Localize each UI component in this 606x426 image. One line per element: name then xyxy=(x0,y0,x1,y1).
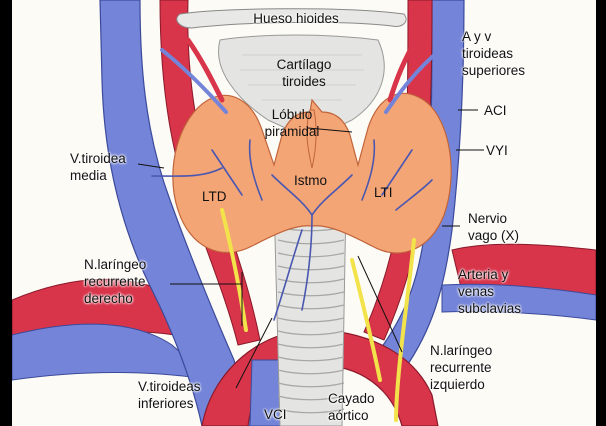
label-n-laringeo-recurrente-derecho: N.laríngeo recurrente derecho xyxy=(84,256,146,307)
label-aci: ACI xyxy=(484,102,507,119)
label-lobulo-line2: piramidal xyxy=(250,123,334,140)
label-subclavias-line1: Arteria y xyxy=(458,266,521,283)
label-vci: VCI xyxy=(264,406,287,423)
label-a-v-tiroideas-superiores: A y v tiroideas superiores xyxy=(462,28,525,79)
label-ltd: LTD xyxy=(202,188,227,205)
label-superiores-line3: superiores xyxy=(462,62,525,79)
label-vyi: VYI xyxy=(486,142,508,159)
label-superiores-line1: A y v xyxy=(462,28,525,45)
label-cartilago-line1: Cartílago xyxy=(264,56,344,73)
label-n-laringeo-recurrente-izquierdo: N.laríngeo recurrente izquierdo xyxy=(430,342,492,393)
label-izquierdo-line1: N.laríngeo xyxy=(430,342,492,359)
label-v-tiroideas-inferiores: V.tiroideas inferiores xyxy=(138,378,201,412)
label-lti: LTI xyxy=(374,184,393,201)
label-derecho-line3: derecho xyxy=(84,290,146,307)
label-lobulo-line1: Lóbulo xyxy=(250,106,334,123)
label-cayado-line1: Cayado xyxy=(328,390,375,407)
label-hueso-hioides: Hueso hioides xyxy=(234,10,358,27)
diagram-panel: Hueso hioides Cartílago tiroides Lóbulo … xyxy=(12,0,596,426)
label-subclavias-line2: venas xyxy=(458,283,521,300)
label-cayado-aortico: Cayado aórtico xyxy=(328,390,375,424)
label-vago-line1: Nervio xyxy=(468,210,519,227)
label-vago-line2: vago (X) xyxy=(468,227,519,244)
label-cayado-line2: aórtico xyxy=(328,407,375,424)
label-izquierdo-line3: izquierdo xyxy=(430,376,492,393)
label-inferiores-line2: inferiores xyxy=(138,395,201,412)
label-arteria-venas-subclavias: Arteria y venas subclavias xyxy=(458,266,521,317)
label-cartilago-line2: tiroides xyxy=(264,73,344,90)
label-inferiores-line1: V.tiroideas xyxy=(138,378,201,395)
label-v-tiroidea-media: V.tiroidea media xyxy=(70,150,126,184)
label-derecho-line2: recurrente xyxy=(84,273,146,290)
label-media-line2: media xyxy=(70,167,126,184)
label-lobulo-piramidal: Lóbulo piramidal xyxy=(250,106,334,140)
label-derecho-line1: N.laríngeo xyxy=(84,256,146,273)
label-media-line1: V.tiroidea xyxy=(70,150,126,167)
label-superiores-line2: tiroideas xyxy=(462,45,525,62)
label-subclavias-line3: subclavias xyxy=(458,300,521,317)
label-cartilago-tiroides: Cartílago tiroides xyxy=(264,56,344,90)
label-istmo: Istmo xyxy=(294,172,327,189)
label-izquierdo-line2: recurrente xyxy=(430,359,492,376)
label-nervio-vago: Nervio vago (X) xyxy=(468,210,519,244)
